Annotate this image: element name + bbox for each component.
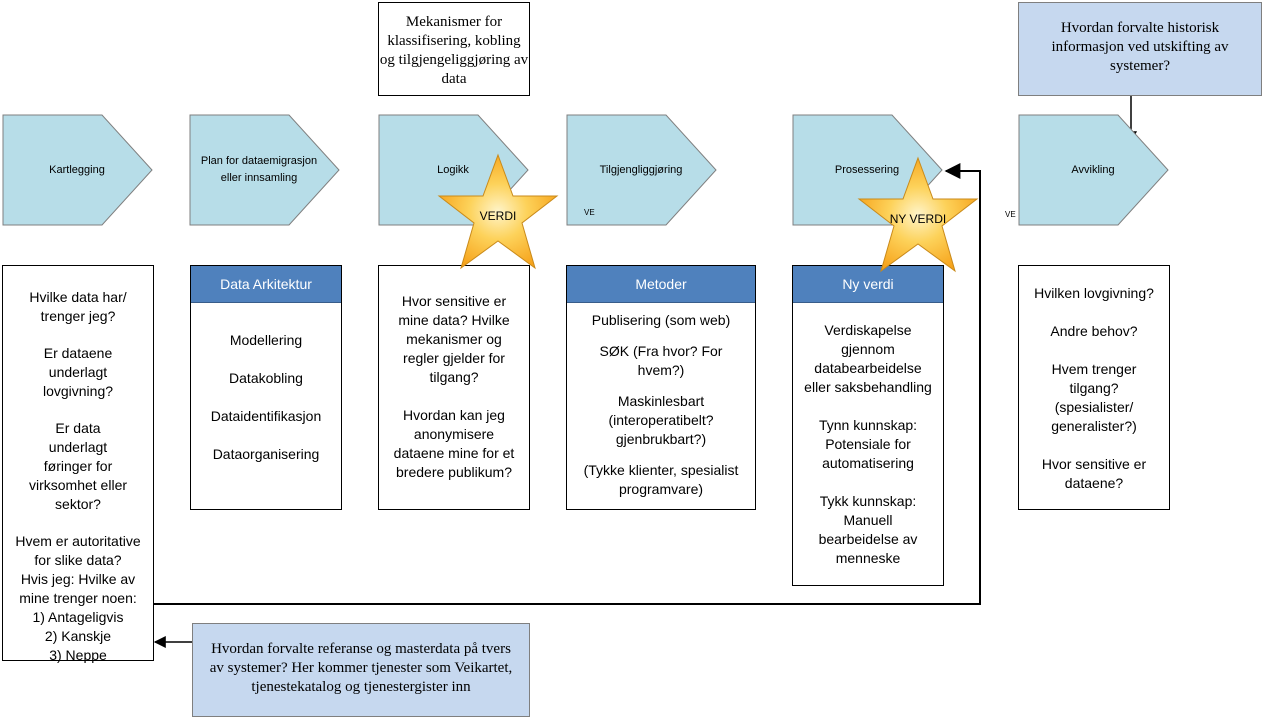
phase-plan: Plan for dataemigrasjon eller innsamling [189, 114, 341, 226]
phase-label: Prosessering [834, 163, 900, 176]
phase-label: Avvikling [1071, 163, 1115, 176]
box-avvikling: Hvilken lovgivning? Andre behov? Hvem tr… [1018, 265, 1170, 510]
star-verdi-icon [437, 153, 559, 270]
box-text: Hvor sensitive er mine data? Hvilke meka… [398, 293, 510, 385]
box-text: Hvilke data har/ trenger jeg? [29, 289, 127, 324]
box-text: Hvor sensitive er dataene? [1041, 456, 1147, 491]
feedback-connector [153, 163, 981, 605]
phase-tag: VE [584, 208, 595, 217]
stray-tag: VE [1005, 210, 1016, 219]
box-text: Hvem er autoritative for slike data? [15, 533, 141, 568]
phase-label: Plan for dataemigrasjon eller innsamling [200, 155, 318, 184]
box-text: Modellering [229, 332, 303, 348]
star-verdi-label: VERDI [479, 209, 517, 223]
box-text: Hvis jeg: Hvilke av mine trenger noen: [19, 571, 137, 606]
phase-kartlegging: Kartlegging [2, 114, 154, 226]
box-kartlegging: Hvilke data har/ trenger jeg? Er dataene… [2, 265, 154, 663]
box-arkitektur: Data Arkitektur Modellering Datakobling … [190, 265, 342, 510]
star-ny-verdi-label: NY VERDI [889, 212, 947, 226]
box-text: 1) Antageligvis [32, 609, 124, 625]
box-text: Er data underlagt føringer for virksomhe… [28, 420, 128, 512]
phase-label: Logikk [437, 163, 469, 176]
box-text: Maskinlesbart (interoperatibelt? gjenbru… [608, 393, 714, 447]
box-text: Hvilken lovgivning? [1034, 285, 1154, 301]
box-text: 3) Neppe [49, 647, 107, 663]
box-text: Dataidentifikasjon [210, 408, 322, 424]
box-text: SØK (Fra hvor? For hvem?) [599, 343, 723, 378]
box-text: Hvordan kan jeg anonymisere dataene mine… [393, 407, 515, 480]
box-text: Dataorganisering [212, 446, 320, 462]
note-masterdata: Hvordan forvalte referanse og masterdata… [192, 623, 530, 717]
note-mekanismer: Mekanismer for klassifisering, kobling o… [378, 2, 530, 96]
box-text: Er dataene underlagt lovgivning? [42, 345, 114, 399]
box-text: Andre behov? [1050, 323, 1138, 339]
box-text: 2) Kanskje [44, 628, 112, 644]
phase-tilgjengeliggjoring: Tilgjengliggjøring VE [566, 114, 718, 226]
box-text: (Tykke klienter, spesialist programvare) [583, 462, 739, 497]
box-header: Data Arkitektur [191, 266, 341, 303]
phase-avvikling: Avvikling [1018, 114, 1170, 226]
box-text: Verdiskapelse gjennom databearbeidelse e… [804, 322, 932, 395]
box-nyverdi: Ny verdi Verdiskapelse gjennom databearb… [792, 265, 944, 586]
phase-label: Kartlegging [49, 163, 105, 176]
box-header: Ny verdi [793, 266, 943, 303]
phase-label: Tilgjengliggjøring [599, 163, 683, 176]
box-text: Tykk kunnskap: Manuell bearbeidelse av m… [818, 493, 918, 566]
box-text: Tynn kunnskap: Potensiale for automatise… [818, 417, 918, 471]
box-text: Datakobling [229, 370, 303, 386]
box-metoder: Metoder Publisering (som web) SØK (Fra h… [566, 265, 756, 510]
star-ny-verdi-icon [857, 156, 979, 273]
note-historisk: Hvordan forvalte historisk informasjon v… [1018, 2, 1262, 96]
box-logikk: Hvor sensitive er mine data? Hvilke meka… [378, 265, 530, 510]
box-text: Publisering (som web) [591, 312, 731, 328]
box-text: Hvem trenger tilgang? (spesialister/ gen… [1051, 361, 1137, 434]
box-header: Metoder [567, 266, 755, 303]
